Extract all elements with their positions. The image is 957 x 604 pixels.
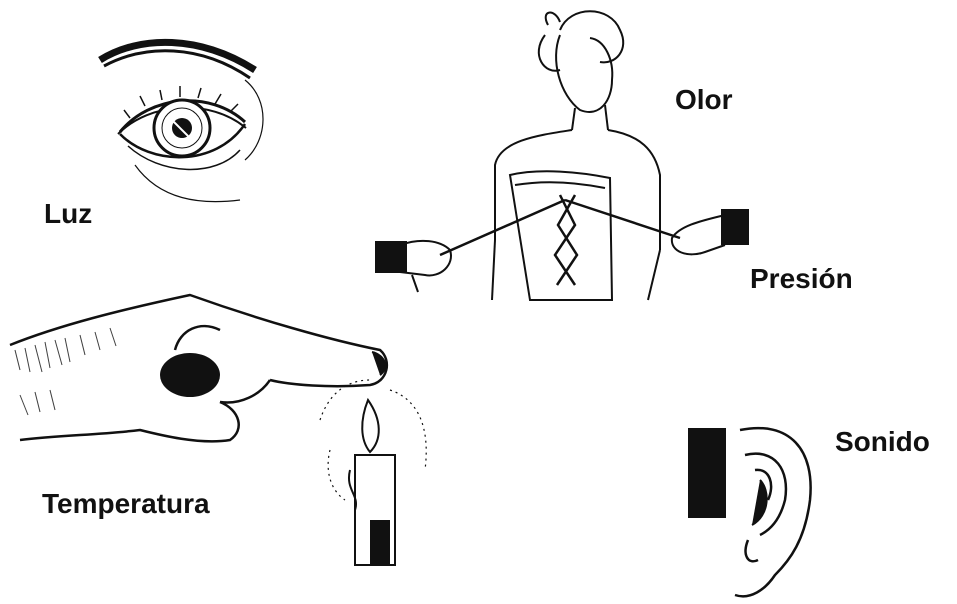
label-sonido: Sonido: [835, 428, 930, 456]
label-presion: Presión: [750, 265, 853, 293]
label-temperatura: Temperatura: [42, 490, 210, 518]
label-luz: Luz: [44, 200, 92, 228]
label-olor: Olor: [675, 86, 733, 114]
